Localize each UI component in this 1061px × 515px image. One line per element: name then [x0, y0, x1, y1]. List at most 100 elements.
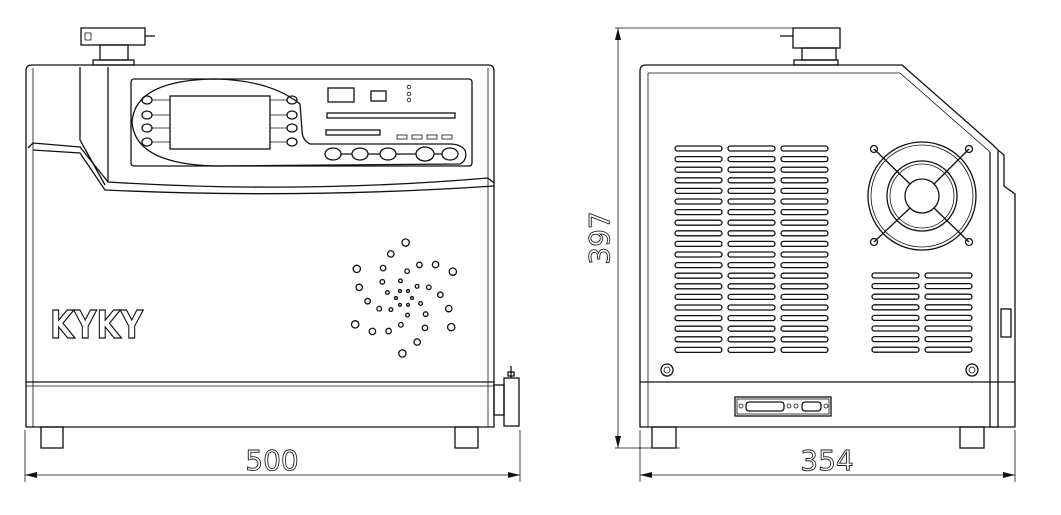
- vent-slot: [727, 177, 776, 184]
- side-fitting: [493, 366, 520, 427]
- vent-slot: [780, 293, 829, 301]
- vent-slot: [871, 335, 920, 343]
- speaker-hole: [444, 304, 453, 313]
- vent-slot: [924, 314, 973, 322]
- brand-logo: KYKY: [50, 303, 143, 347]
- top-valve: [80, 27, 155, 66]
- vent-slot: [674, 166, 723, 173]
- vent-slot: [674, 314, 723, 322]
- vent-slot: [780, 145, 829, 152]
- side-view: 397 354: [583, 27, 1016, 482]
- vent-slot: [780, 304, 829, 311]
- vent-slot: [727, 145, 776, 152]
- vent-slot: [674, 251, 723, 258]
- vent-slot: [727, 198, 776, 205]
- speaker-hole: [352, 264, 362, 274]
- depth-dimension-label: 354: [800, 444, 853, 477]
- vent-slot: [871, 325, 920, 332]
- vent-slot: [727, 314, 776, 322]
- screw: [660, 363, 674, 377]
- vent-slot: [674, 187, 723, 195]
- speaker-hole: [397, 321, 404, 328]
- panel-button[interactable]: [286, 137, 298, 147]
- vent-slot: [780, 251, 829, 258]
- side-body: [639, 64, 999, 428]
- speaker-hole: [364, 297, 372, 305]
- vent-slots: [674, 145, 973, 354]
- cooling-fan: [867, 141, 977, 251]
- speaker-hole: [376, 305, 383, 312]
- panel-button[interactable]: [286, 95, 298, 105]
- speaker-hole: [386, 250, 395, 258]
- vent-slot: [727, 325, 776, 332]
- panel-button[interactable]: [415, 146, 435, 162]
- speaker-hole: [448, 267, 458, 276]
- vent-slot: [674, 336, 723, 343]
- speaker-hole: [385, 327, 392, 335]
- screw: [965, 363, 979, 377]
- display-screen: [169, 95, 271, 150]
- speaker-grille: [350, 238, 458, 358]
- vent-slot: [780, 208, 829, 216]
- vent-slot: [780, 198, 829, 205]
- speaker-hole: [404, 268, 411, 275]
- panel-button[interactable]: [141, 137, 153, 147]
- vent-slot: [727, 336, 776, 343]
- vent-slot: [871, 282, 920, 290]
- vent-slot: [727, 251, 776, 258]
- panel-button[interactable]: [286, 110, 298, 120]
- speaker-hole: [418, 301, 424, 307]
- vent-slot: [780, 261, 829, 269]
- panel-button[interactable]: [441, 147, 459, 161]
- vent-slot: [871, 304, 920, 311]
- speaker-hole: [436, 291, 444, 299]
- front-body: [25, 64, 495, 428]
- panel-button[interactable]: [379, 147, 397, 161]
- speaker-hole: [425, 284, 432, 291]
- vent-slot: [780, 187, 829, 195]
- vent-slot: [727, 208, 776, 216]
- foot: [959, 426, 985, 449]
- panel-button[interactable]: [141, 110, 153, 120]
- indicator-display-small: [370, 90, 387, 102]
- vent-slot: [871, 314, 920, 322]
- speaker-hole: [379, 264, 387, 272]
- speaker-hole: [393, 295, 399, 301]
- speaker-hole: [409, 295, 415, 301]
- vent-slot: [727, 293, 776, 301]
- indicator-display: [327, 87, 355, 103]
- width-dimension-label: 500: [245, 444, 298, 477]
- vent-slot: [871, 293, 920, 300]
- vent-slot: [727, 304, 776, 311]
- vent-slot: [674, 219, 723, 226]
- vent-slot: [674, 230, 723, 237]
- vent-slot: [674, 325, 723, 332]
- vent-slot: [674, 177, 723, 184]
- vent-slot: [924, 272, 973, 279]
- speaker-hole: [413, 338, 422, 346]
- speaker-hole: [416, 261, 423, 269]
- speaker-hole: [405, 312, 411, 318]
- speaker-hole: [350, 320, 360, 329]
- vent-slot: [727, 230, 776, 237]
- speaker-hole: [398, 349, 407, 358]
- panel-button[interactable]: [324, 147, 342, 161]
- vent-slot: [727, 272, 776, 279]
- panel-button[interactable]: [351, 147, 369, 161]
- panel-button[interactable]: [141, 123, 153, 133]
- vent-slot: [871, 272, 920, 279]
- vent-slot: [780, 240, 829, 248]
- panel-button[interactable]: [141, 95, 153, 105]
- vent-slot: [727, 155, 776, 163]
- vent-slot: [780, 336, 829, 343]
- vent-slot: [674, 155, 723, 163]
- side-switch: [1000, 308, 1012, 338]
- speaker-hole: [379, 278, 386, 285]
- top-valve: [780, 27, 841, 66]
- vent-slot: [727, 187, 776, 195]
- panel-button[interactable]: [286, 123, 298, 133]
- vent-slot: [727, 261, 776, 269]
- speaker-hole: [422, 311, 429, 318]
- control-panel: [130, 78, 473, 167]
